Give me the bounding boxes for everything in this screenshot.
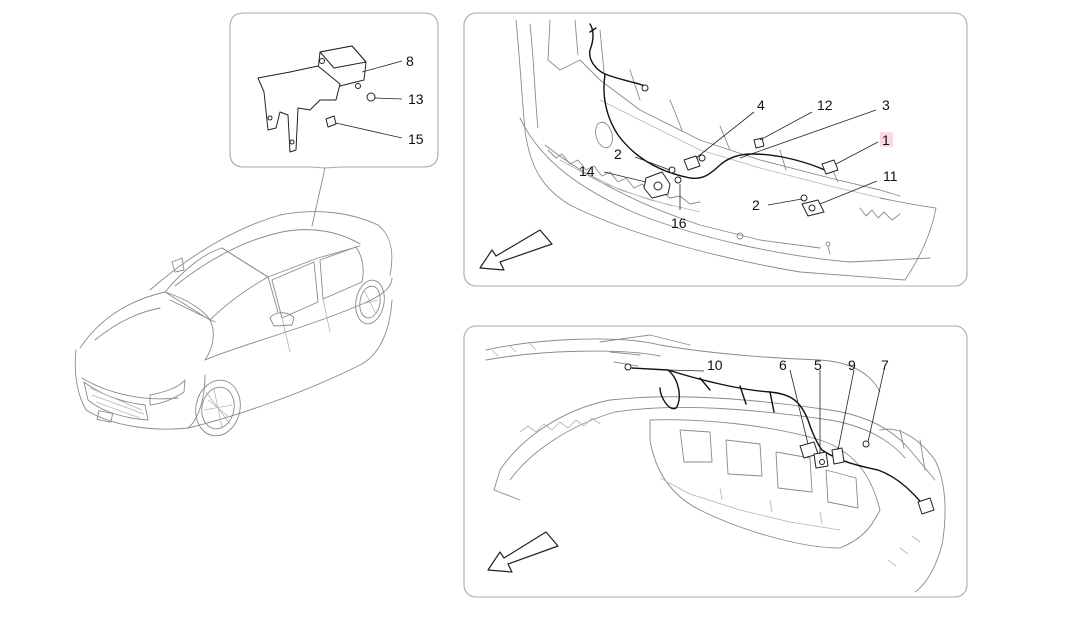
callout-3[interactable]: 3 (882, 97, 890, 113)
callout-8[interactable]: 8 (406, 53, 414, 69)
mounting-bracket (257, 65, 341, 153)
callout-2-right[interactable]: 2 (752, 197, 760, 213)
callout-2-front[interactable]: 2 (614, 146, 622, 162)
callout-1[interactable]: 1 (882, 132, 890, 148)
callout-9[interactable]: 9 (848, 357, 856, 373)
callout-7[interactable]: 7 (881, 357, 889, 373)
callout-1-highlight (880, 132, 893, 147)
detail-inset: 8 13 15 (229, 12, 439, 169)
part-7 (862, 440, 870, 448)
part-12 (753, 137, 765, 149)
nut-13-part (366, 92, 376, 102)
rear-bumper-panel: 10 6 5 9 7 (463, 325, 968, 598)
callout-4[interactable]: 4 (757, 97, 765, 113)
car-overview (74, 167, 393, 437)
callout-5[interactable]: 5 (814, 357, 822, 373)
callout-11[interactable]: 11 (883, 168, 898, 184)
camera-14-part (643, 171, 671, 199)
callout-10[interactable]: 10 (707, 357, 723, 373)
bracket-11-part (801, 199, 825, 217)
callout-15[interactable]: 15 (408, 131, 424, 147)
front-bumper-panel: 4 12 3 1 2 14 16 11 2 (463, 12, 968, 287)
screw-16-part (674, 176, 682, 184)
screw-15-part (325, 115, 337, 128)
callout-16[interactable]: 16 (671, 215, 687, 231)
callout-6[interactable]: 6 (779, 357, 787, 373)
callout-12[interactable]: 12 (817, 97, 833, 113)
front-direction-arrow-icon (479, 229, 553, 271)
callout-13[interactable]: 13 (408, 91, 424, 107)
sensor-3-part (821, 159, 839, 175)
nut-2b-part (800, 194, 808, 202)
rear-direction-arrow-icon (487, 531, 559, 573)
sensor-4-part (683, 154, 706, 171)
callout-14[interactable]: 14 (579, 163, 595, 179)
